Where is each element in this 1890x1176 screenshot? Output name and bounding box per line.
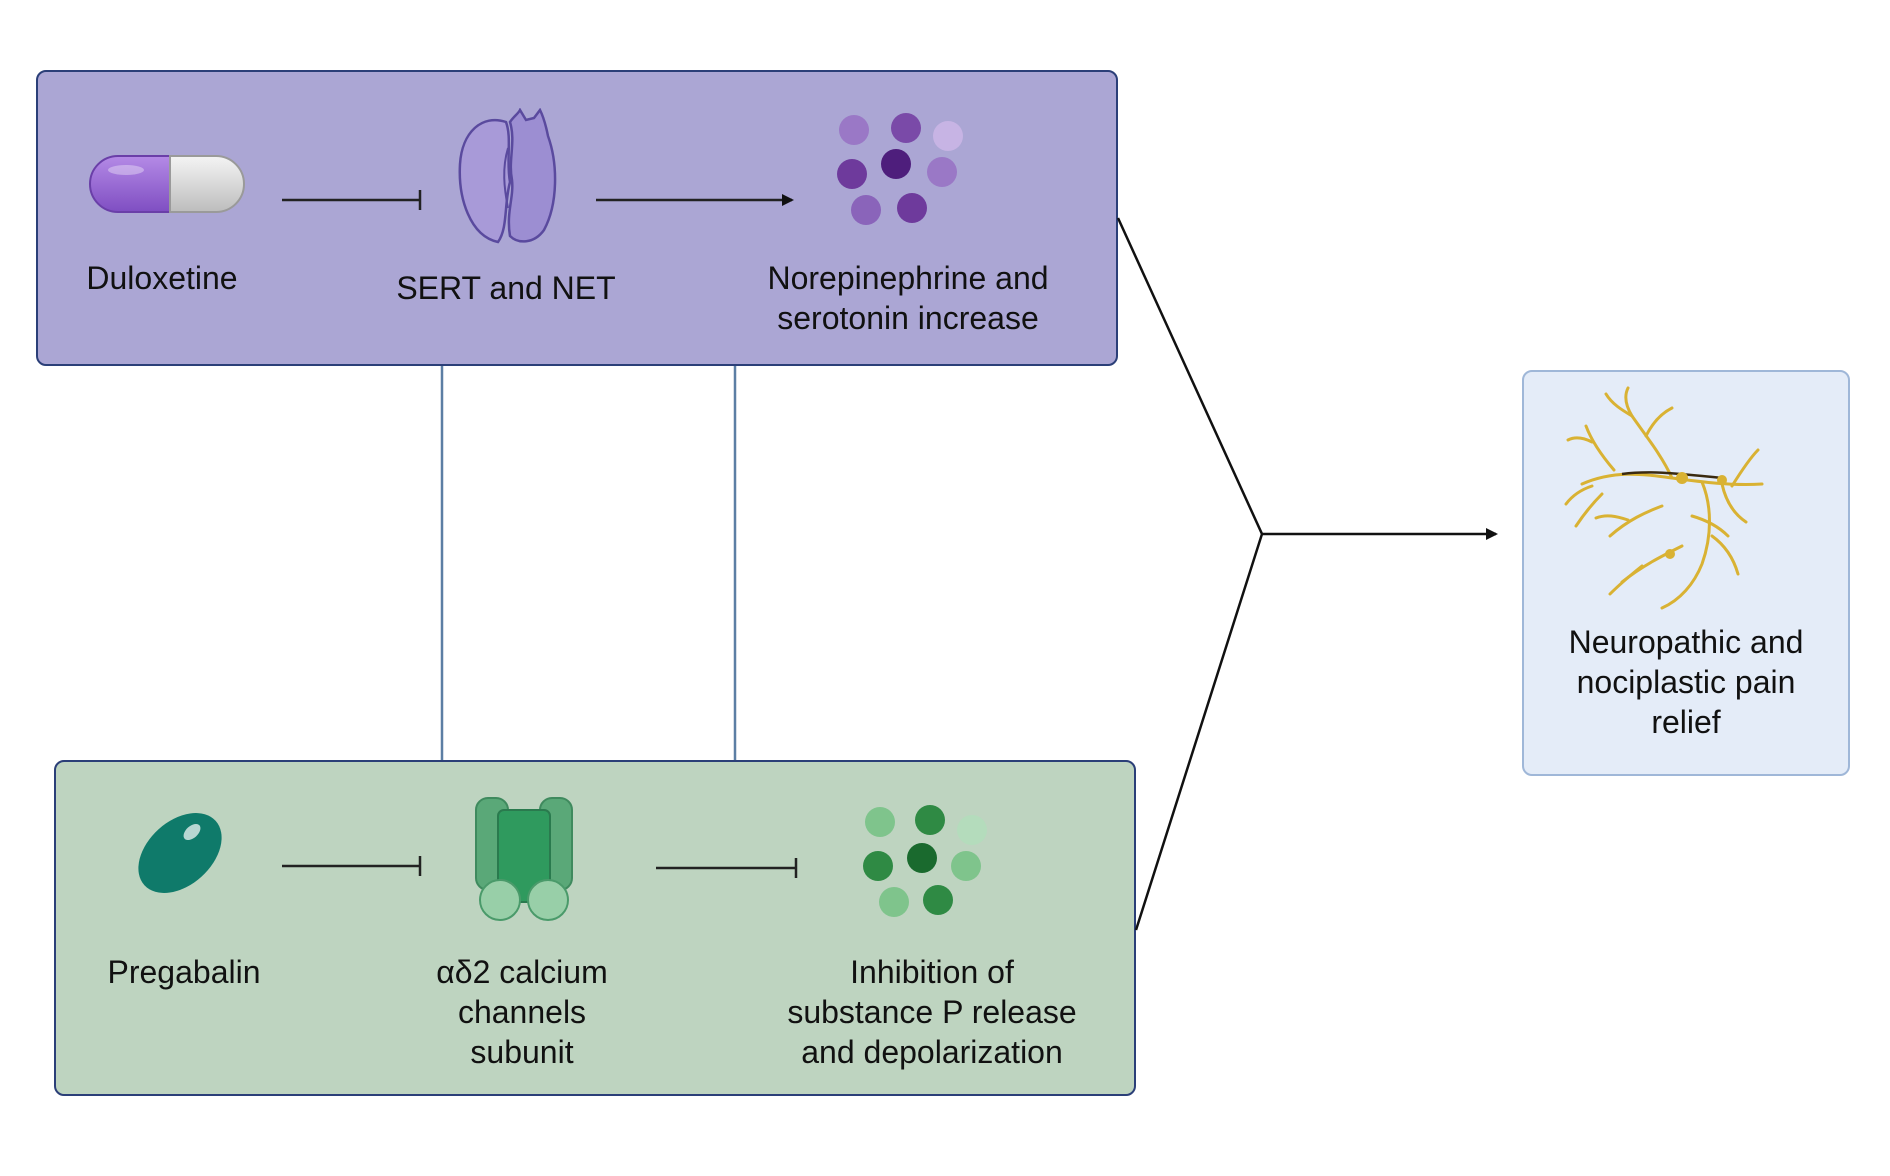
nerve-icon <box>1564 386 1764 610</box>
calcium-channel-icon <box>475 797 573 921</box>
duloxetine-pathway-panel <box>36 70 1118 366</box>
converging-bracket <box>1116 217 1264 931</box>
substance-p-inhibition-label: Inhibition of substance P release and de… <box>787 954 1077 1070</box>
tablet-icon <box>138 813 222 893</box>
sert-net-label: SERT and NET <box>396 270 616 306</box>
pregabalin-label: Pregabalin <box>107 954 261 990</box>
neurotransmitter-molecules-icon <box>837 113 963 225</box>
duloxetine-label: Duloxetine <box>86 260 238 296</box>
norepinephrine-serotonin-label: Norepinephrine and serotonin increase <box>767 260 1049 336</box>
substance-p-molecules-icon <box>863 805 987 917</box>
pain-relief-label: Neuropathic and nociplastic pain relief <box>1568 624 1804 740</box>
capsule-icon <box>89 155 245 213</box>
transporter-protein-icon <box>458 108 557 244</box>
alpha-delta-calcium-channel-label: αδ2 calcium channels subunit <box>436 954 608 1070</box>
pregabalin-pathway-panel <box>54 760 1136 1096</box>
